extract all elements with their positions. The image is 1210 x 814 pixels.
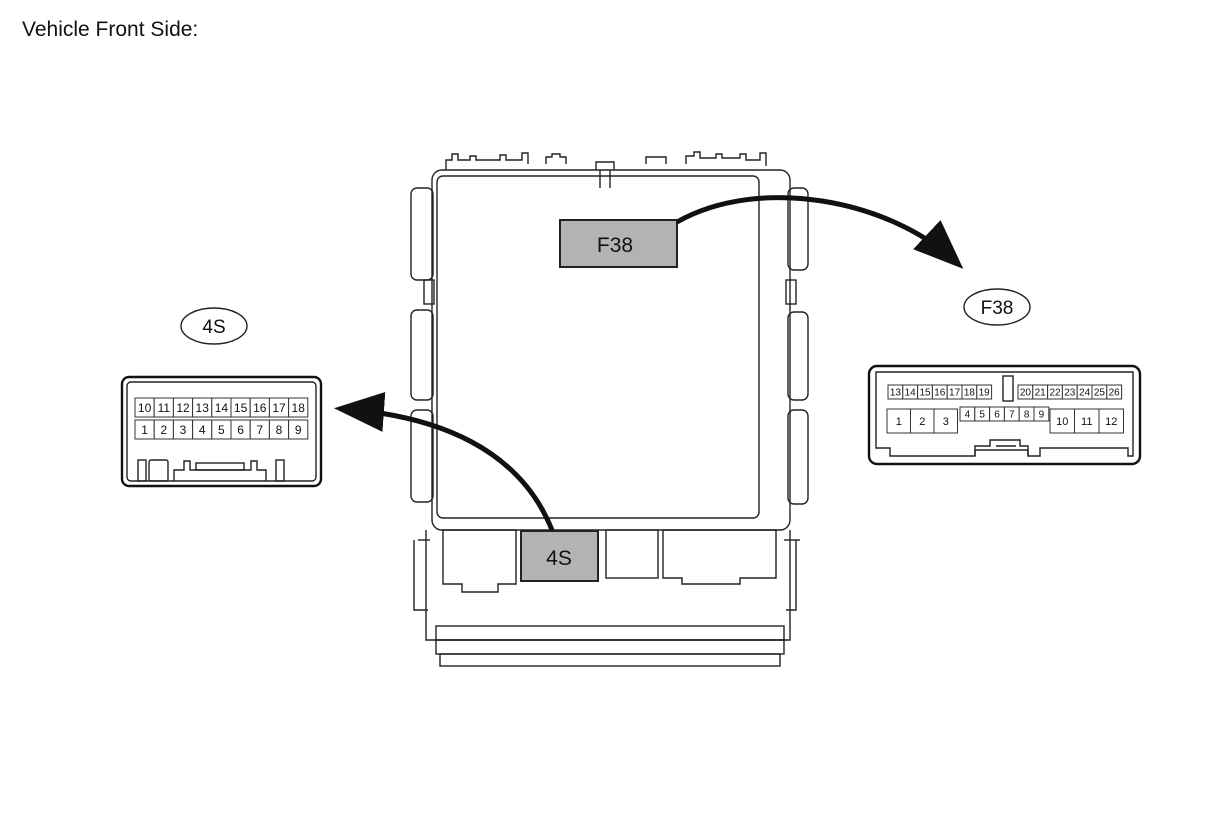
s4-location-label: 4S [546,547,572,570]
pin-f38-number: 11 [1081,416,1092,428]
pin-4s-number: 12 [176,401,190,415]
connector-4s-top-pins: 10 11 12 13 14 15 16 17 18 [134,397,309,418]
pin-4s-number: 2 [160,423,167,437]
pin-f38-number: 14 [905,388,917,399]
pin-f38-number: 10 [1056,416,1068,428]
pin-f38-number: 20 [1020,388,1032,399]
pin-4s-number: 13 [196,401,210,415]
junction-block-right-clips [785,187,809,505]
pin-f38-number: 13 [890,388,902,399]
connector-4s-label-oval [180,307,248,345]
pin-f38-number: 7 [1009,410,1015,421]
pin-4s-number: 11 [158,401,171,415]
pin-f38-number: 15 [919,388,931,399]
connector-f38-label: F38 [981,298,1014,319]
pin-f38-number: 19 [979,388,991,399]
arrow-to-f38 [675,195,964,269]
s4-location [520,530,599,582]
socket-right [662,529,777,585]
pin-f38-number: 24 [1079,388,1091,399]
pin-4s-cell [288,397,309,418]
pin-4s-number: 10 [138,401,152,415]
pin-f38-number: 17 [949,388,961,399]
pin-4s-number: 6 [237,423,244,437]
pin-4s-number: 7 [256,423,263,437]
pin-4s-number: 5 [218,423,225,437]
pin-f38-number: 18 [964,388,976,399]
pin-f38-cell [1106,384,1123,400]
junction-block: F38 4S [410,151,809,667]
pin-f38-number: 25 [1094,388,1106,399]
pin-4s-number: 8 [276,423,283,437]
socket-middle [605,529,659,579]
pin-f38-number: 23 [1064,388,1076,399]
page-heading: Vehicle Front Side: [22,18,199,41]
pin-f38-cell [933,408,958,434]
pin-f38-number: 4 [965,410,971,421]
pin-4s-number: 1 [141,423,148,437]
pin-f38-number: 22 [1049,388,1061,399]
pin-4s-number: 18 [292,401,306,415]
pin-f38-cell [1049,408,1075,434]
pin-f38-number: 21 [1035,388,1047,399]
pin-4s-number: 17 [272,401,286,415]
junction-block-top-tabs [445,151,767,188]
connector-f38-label-oval [963,288,1031,326]
pin-f38-cell [1074,408,1100,434]
pin-f38-number: 16 [934,388,946,399]
pin-4s-number: 3 [180,423,187,437]
f38-location-label: F38 [597,234,633,257]
connector-4s-label: 4S [202,317,225,338]
pin-f38-number: 9 [1039,410,1045,421]
pin-4s-number: 9 [295,423,302,437]
pin-f38-number: 2 [919,416,925,428]
pin-4s-number: 15 [234,401,248,415]
pin-4s-cell [288,419,309,440]
pin-f38-number: 6 [994,410,1000,421]
junction-block-left-clips [410,187,435,503]
socket-left [442,529,517,593]
pin-f38-number: 8 [1024,410,1030,421]
pin-4s-number: 14 [215,401,229,415]
pin-f38-cell [976,384,993,400]
pin-4s-number: 16 [253,401,267,415]
arrow-to-4s [334,391,555,531]
pin-f38-cell [1098,408,1124,434]
pin-f38-number: 5 [979,410,985,421]
f38-location [559,219,678,268]
pin-f38-number: 1 [896,416,902,428]
pin-f38-number: 12 [1105,416,1117,428]
pin-4s-number: 4 [199,423,206,437]
pin-f38-number: 3 [943,416,949,428]
pin-f38-cell [1033,406,1050,422]
pin-f38-number: 26 [1109,388,1121,399]
